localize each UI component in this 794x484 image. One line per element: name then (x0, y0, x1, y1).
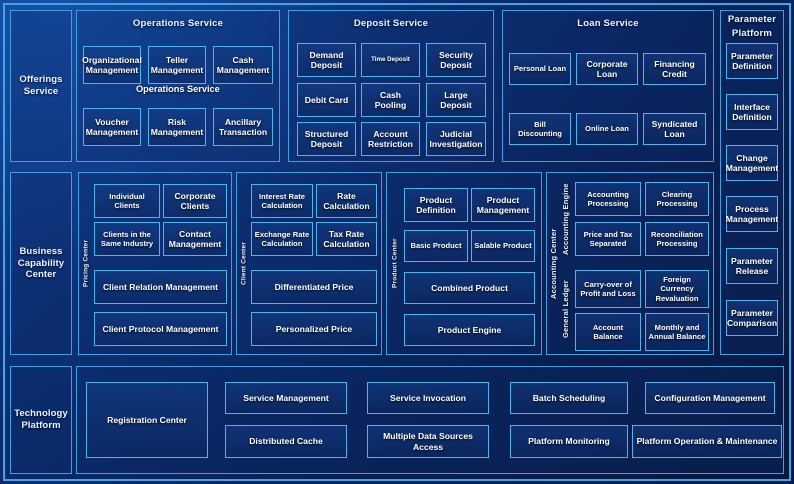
box-personal-loan[interactable]: Personal Loan (509, 53, 571, 85)
sidebar-title-line1: Parameter (727, 14, 777, 25)
box-clients-in-the-same-industry[interactable]: Clients in the Same Industry (94, 222, 160, 256)
box-rate-calculation[interactable]: Rate Calculation (316, 184, 377, 218)
box-demand-deposit[interactable]: Demand Deposit (297, 43, 356, 77)
box-interest-rate-calculation[interactable]: Interest Rate Calculation (251, 184, 313, 218)
sidebar-title-line2: Platform (731, 28, 773, 39)
box-foreign-currency-revaluation[interactable]: Foreign Currency Revaluation (645, 270, 709, 308)
row-label-technology-platform: Technology Platform (10, 366, 72, 474)
box-basic-product[interactable]: Basic Product (404, 230, 468, 262)
box-tax-rate-calculation[interactable]: Tax Rate Calculation (316, 222, 377, 256)
panel-vertical-label-accounting-center: Accounting Center (549, 228, 558, 299)
panel-vertical-sublabel-general-ledger: General Ledger (561, 280, 570, 338)
box-bill-discounting[interactable]: Bill Discounting (509, 113, 571, 145)
box-platform-operation-and-maintenance[interactable]: Platform Operation & Maintenance (632, 425, 782, 458)
box-online-loan[interactable]: Online Loan (576, 113, 638, 145)
box-large-deposit[interactable]: Large Deposit (426, 83, 486, 117)
box-platform-monitoring[interactable]: Platform Monitoring (510, 425, 628, 458)
box-salable-product[interactable]: Salable Product (471, 230, 535, 262)
box-distributed-cache[interactable]: Distributed Cache (225, 425, 347, 458)
box-judicial-investigation[interactable]: Judicial Investigation (426, 122, 486, 156)
sidebar-item-change-management[interactable]: Change Management (726, 145, 778, 181)
box-carry-over-of-profit-and-loss[interactable]: Carry-over of Profit and Loss (575, 270, 641, 308)
box-client-relation-management[interactable]: Client Relation Management (94, 270, 227, 304)
sidebar-item-interface-definition[interactable]: Interface Definition (726, 94, 778, 130)
panel-vertical-label-product-center: Product Center (391, 238, 399, 289)
box-cash-management[interactable]: Cash Management (213, 46, 273, 84)
box-corporate-loan[interactable]: Corporate Loan (576, 53, 638, 85)
box-registration-center[interactable]: Registration Center (86, 382, 208, 458)
box-teller-management[interactable]: Teller Management (148, 46, 206, 84)
box-syndicated-loan[interactable]: Syndicated Loan (643, 113, 706, 145)
panel-title-deposit-service: Deposit Service (353, 18, 429, 29)
box-batch-scheduling[interactable]: Batch Scheduling (510, 382, 628, 414)
box-personalized-price[interactable]: Personalized Price (251, 312, 377, 346)
box-monthly-and-annual-balance[interactable]: Monthly and Annual Balance (645, 313, 709, 351)
sidebar-item-parameter-comparison[interactable]: Parameter Comparison (726, 300, 778, 336)
box-client-protocol-management[interactable]: Client Protocol Management (94, 312, 227, 346)
box-ancillary-transaction[interactable]: Ancillary Transaction (213, 108, 273, 146)
box-clearing-processing[interactable]: Clearing Processing (645, 182, 709, 216)
box-organizational-management[interactable]: Organizational Management (82, 46, 142, 84)
box-structured-deposit[interactable]: Structured Deposit (297, 122, 356, 156)
sidebar-item-parameter-definition[interactable]: Parameter Definition (726, 43, 778, 79)
box-product-management[interactable]: Product Management (471, 188, 535, 222)
box-contact-management[interactable]: Contact Management (163, 222, 227, 256)
box-risk-management[interactable]: Risk Management (148, 108, 206, 146)
box-account-restriction[interactable]: Account Restriction (361, 122, 420, 156)
panel-vertical-sublabel-accounting-engine: Accounting Engine (561, 183, 570, 255)
box-financing-credit[interactable]: Financing Credit (643, 53, 706, 85)
box-reconciliation-processing[interactable]: Reconciliation Processing (645, 222, 709, 256)
panel-title-loan-service: Loan Service (577, 18, 639, 29)
box-voucher-management[interactable]: Voucher Management (83, 108, 141, 146)
sidebar-item-process-management[interactable]: Process Management (726, 196, 778, 232)
row-label-business-capability-center: Business Capability Center (10, 172, 72, 355)
box-exchange-rate-calculation[interactable]: Exchange Rate Calculation (251, 222, 313, 256)
panel-vertical-label-client-center: Client Center (240, 241, 248, 286)
box-debit-card[interactable]: Debit Card (297, 83, 356, 117)
box-individual-clients[interactable]: Individual Clients (94, 184, 160, 218)
box-time-deposit[interactable]: Time Deposit (361, 43, 420, 77)
box-security-deposit[interactable]: Security Deposit (426, 43, 486, 77)
box-price-and-tax-separated[interactable]: Price and Tax Separated (575, 222, 641, 256)
panel-vertical-label-pricing-center: Pricing Center (82, 239, 90, 288)
sidebar-item-parameter-release[interactable]: Parameter Release (726, 248, 778, 284)
box-product-engine[interactable]: Product Engine (404, 314, 535, 346)
box-configuration-management[interactable]: Configuration Management (645, 382, 775, 414)
box-combined-product[interactable]: Combined Product (404, 272, 535, 304)
panel-title-operations-service: Operations Service (132, 18, 224, 29)
box-accounting-processing[interactable]: Accounting Processing (575, 182, 641, 216)
box-service-invocation[interactable]: Service Invocation (367, 382, 489, 414)
overlay-title-operations-service: Operations Service (136, 84, 220, 94)
box-differentiated-price[interactable]: Differentiated Price (251, 270, 377, 304)
box-service-management[interactable]: Service Management (225, 382, 347, 414)
box-cash-pooling[interactable]: Cash Pooling (361, 83, 420, 117)
box-product-definition[interactable]: Product Definition (404, 188, 468, 222)
box-account-balance[interactable]: Account Balance (575, 313, 641, 351)
box-corporate-clients[interactable]: Corporate Clients (163, 184, 227, 218)
row-label-offerings-service: Offerings Service (10, 10, 72, 162)
box-multiple-data-sources-access[interactable]: Multiple Data Sources Access (367, 425, 489, 458)
